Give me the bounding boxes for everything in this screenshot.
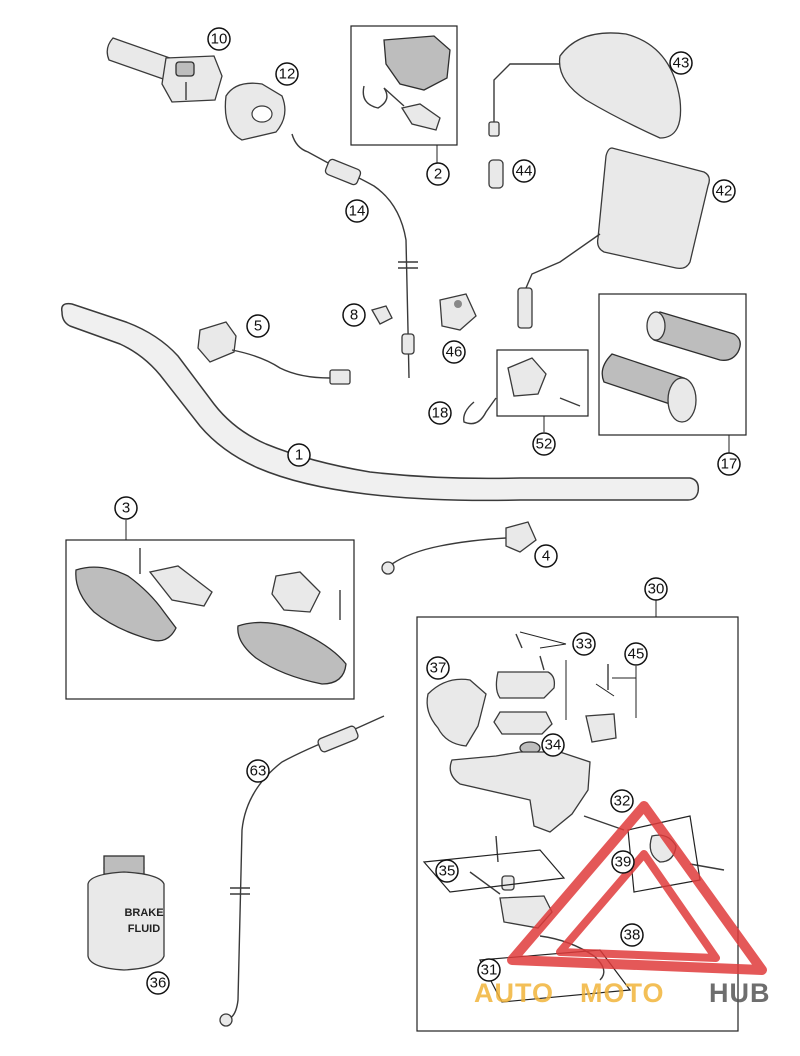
callout-8: 8 [342, 303, 366, 327]
callout-3: 3 [114, 496, 138, 520]
rectangular-mirror-part [517, 147, 710, 329]
callout-5: 5 [246, 314, 270, 338]
callout-label-3: 3 [122, 500, 130, 517]
callout-18: 18 [428, 401, 452, 425]
callout-label-32: 32 [614, 793, 631, 810]
callout-38: 38 [620, 923, 644, 947]
box-part-3 [65, 539, 355, 700]
callout-label-63: 63 [250, 763, 267, 780]
box-part-30 [416, 616, 739, 1032]
callout-label-46: 46 [446, 344, 463, 361]
callout-42: 42 [712, 179, 736, 203]
box-part-2 [350, 25, 458, 146]
callout-32: 32 [610, 789, 634, 813]
cable-clip-part [371, 305, 393, 325]
callout-17: 17 [717, 452, 741, 476]
mirror-adapter-part [488, 159, 504, 189]
watermark-text-hub: HUB [709, 978, 771, 1008]
callout-label-1: 1 [295, 447, 303, 464]
callout-label-35: 35 [439, 863, 456, 880]
callout-31: 31 [477, 958, 501, 982]
handlebar-part [60, 302, 700, 502]
hand-guard-kit-part [75, 548, 347, 685]
box-part-17 [598, 293, 747, 436]
callout-label-33: 33 [576, 636, 593, 653]
callout-label-14: 14 [349, 203, 366, 220]
mirror-part [488, 32, 682, 139]
box-part-52 [496, 349, 589, 417]
callout-10: 10 [207, 27, 231, 51]
callout-39: 39 [611, 850, 635, 874]
master-cylinder-part [422, 633, 725, 1003]
callout-label-38: 38 [624, 927, 641, 944]
callout-63: 63 [246, 759, 270, 783]
callout-label-12: 12 [279, 66, 296, 83]
callout-4: 4 [534, 544, 558, 568]
callout-label-42: 42 [716, 183, 733, 200]
grips-part [601, 311, 741, 423]
callout-label-2: 2 [434, 166, 442, 183]
callout-label-5: 5 [254, 318, 262, 335]
callout-label-31: 31 [481, 962, 498, 979]
callout-34: 34 [541, 733, 565, 757]
brake-line-part [219, 715, 385, 1027]
callout-label-18: 18 [432, 405, 449, 422]
clamp-assembly-part [507, 357, 547, 397]
callout-label-39: 39 [615, 854, 632, 871]
callout-37: 37 [426, 656, 450, 680]
cable-tie-part [463, 397, 497, 425]
kill-switch-part [381, 521, 537, 575]
callout-1: 1 [287, 443, 311, 467]
callout-label-44: 44 [516, 163, 533, 180]
clamp-switch-part [197, 321, 351, 385]
callout-44: 44 [512, 159, 536, 183]
callout-14: 14 [345, 199, 369, 223]
watermark-text-moto: MOTO [580, 978, 665, 1008]
callout-label-34: 34 [545, 737, 562, 754]
callout-label-17: 17 [721, 456, 738, 473]
callout-35: 35 [435, 859, 459, 883]
throttle-grip-part [106, 37, 223, 103]
callout-12: 12 [275, 62, 299, 86]
callout-2: 2 [426, 162, 450, 186]
callout-33: 33 [572, 632, 596, 656]
watermark-logo: AUTO MOTO HUB [474, 801, 771, 1008]
callout-label-10: 10 [211, 31, 228, 48]
switch-housing-part [383, 35, 451, 91]
callout-label-52: 52 [536, 436, 553, 453]
callout-36: 36 [146, 971, 170, 995]
callout-label-43: 43 [673, 55, 690, 72]
clamp-bracket-part [439, 293, 477, 331]
bottle-label-line-2: FLUID [128, 923, 160, 935]
throttle-cable-part [291, 133, 418, 379]
callout-label-8: 8 [350, 307, 358, 324]
watermark-triangle [507, 801, 767, 975]
bottle-label-line-1: BRAKE [124, 907, 163, 919]
callout-label-45: 45 [628, 646, 645, 663]
callout-label-4: 4 [542, 548, 550, 565]
callout-52: 52 [532, 432, 556, 456]
callout-label-37: 37 [430, 660, 447, 677]
callout-30: 30 [644, 577, 668, 601]
callout-46: 46 [442, 340, 466, 364]
brake-fluid-bottle-part: BRAKE FLUID [87, 855, 165, 971]
callout-label-36: 36 [150, 975, 167, 992]
watermark-text-auto: AUTO [474, 978, 554, 1008]
callout-label-30: 30 [648, 581, 665, 598]
callout-45: 45 [624, 642, 648, 666]
callout-43: 43 [669, 51, 693, 75]
